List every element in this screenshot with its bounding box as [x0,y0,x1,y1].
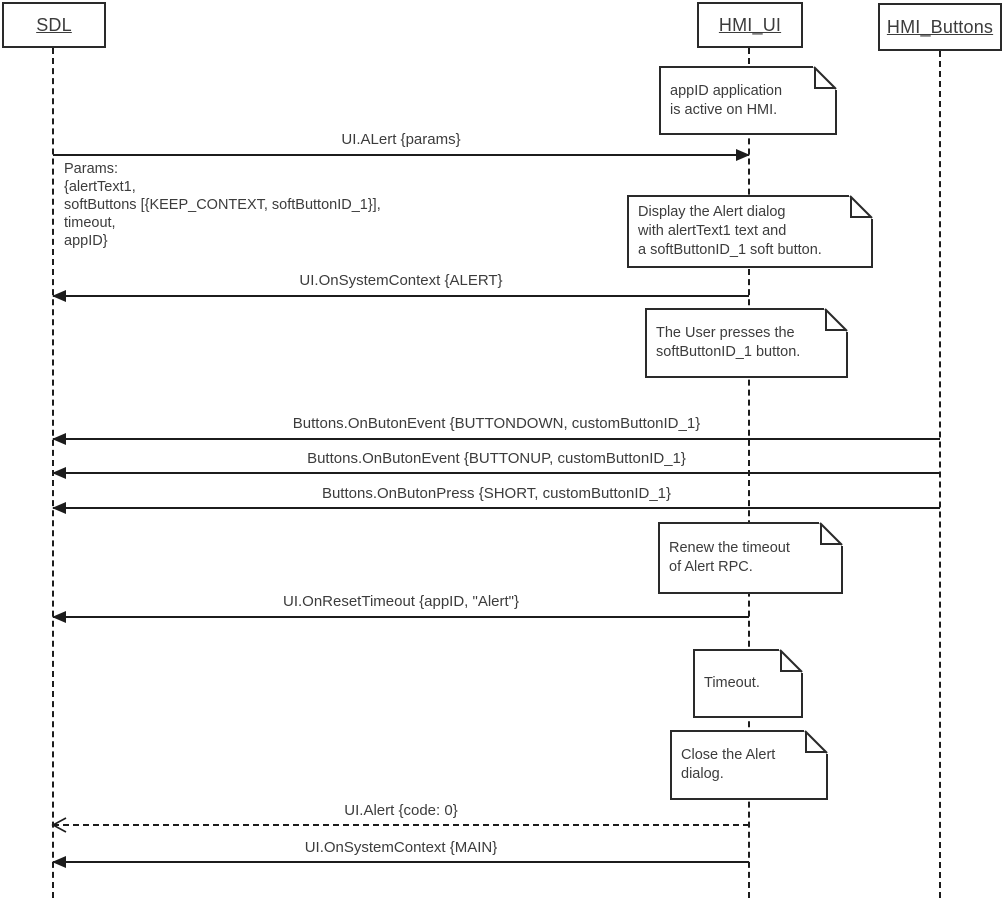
filled-arrowhead-left-icon [52,433,66,445]
message-label-onresettimeout: UI.OnResetTimeout {appID, "Alert"} [282,593,520,610]
params-annotation: Params: {alertText1, softButtons [{KEEP_… [64,161,381,249]
message-label-onbutonevent-buttonup: Buttons.OnButonEvent {BUTTONUP, customBu… [307,450,686,467]
lifeline-hmi-buttons [939,51,941,898]
message-arrow-onbutonpress-short [52,502,940,514]
message-label-onbutonpress-short: Buttons.OnButonPress {SHORT, customButto… [321,485,672,502]
note-text: appID application is active on HMI. [670,82,783,118]
note-display-alert-dialog: Display the Alert dialog with alertText1… [627,195,873,268]
note-appid-active: appID application is active on HMI. [659,66,837,135]
note-text: Timeout. [704,675,760,691]
message-label-ui-alert-request: UI.ALert {params} [341,131,461,148]
message-arrow-ui-alert-request [53,149,750,161]
message-arrow-ui-alert-response [51,817,749,833]
actor-label-hmi-buttons: HMI_Buttons [886,16,994,37]
filled-arrowhead-left-icon [52,467,66,479]
note-timeout: Timeout. [693,649,803,718]
filled-arrowhead-right-icon [736,149,750,161]
filled-arrowhead-left-icon [52,611,66,623]
message-arrow-onsystemcontext-alert [52,290,749,302]
note-user-presses-softbutton: The User presses the softButtonID_1 butt… [645,308,848,378]
filled-arrowhead-left-icon [52,856,66,868]
note-renew-timeout: Renew the timeout of Alert RPC. [658,522,843,594]
message-arrow-onsystemcontext-main [52,856,749,868]
message-label-onsystemcontext-main: UI.OnSystemContext {MAIN} [304,839,498,856]
note-fold-icon [779,649,803,673]
message-arrow-onresettimeout [52,611,749,623]
filled-arrowhead-left-icon [52,502,66,514]
note-close-alert-dialog: Close the Alert dialog. [670,730,828,800]
note-text: Close the Alert dialog. [681,747,776,782]
actor-box-hmi-buttons: HMI_Buttons [878,3,1002,51]
open-arrowhead-left-icon [51,817,67,833]
note-fold-icon [824,308,848,332]
filled-arrowhead-left-icon [52,290,66,302]
message-label-onbutonevent-buttondown: Buttons.OnButonEvent {BUTTONDOWN, custom… [292,415,701,432]
message-label-onsystemcontext-alert: UI.OnSystemContext {ALERT} [299,272,503,289]
message-arrow-onbutonevent-buttondown [52,433,940,445]
note-text: The User presses the softButtonID_1 butt… [656,325,801,360]
actor-label-hmi-ui: HMI_UI [718,14,782,35]
actor-box-sdl: SDL [2,2,106,48]
note-fold-icon [849,195,873,219]
note-fold-icon [819,522,843,546]
note-fold-icon [813,66,837,90]
note-fold-icon [804,730,828,754]
note-text: Display the Alert dialog with alertText1… [638,204,822,258]
note-text: Renew the timeout of Alert RPC. [669,540,790,575]
actor-box-hmi-ui: HMI_UI [697,2,803,48]
message-label-ui-alert-response: UI.Alert {code: 0} [344,802,458,819]
message-arrow-onbutonevent-buttonup [52,467,940,479]
actor-label-sdl: SDL [36,14,72,35]
